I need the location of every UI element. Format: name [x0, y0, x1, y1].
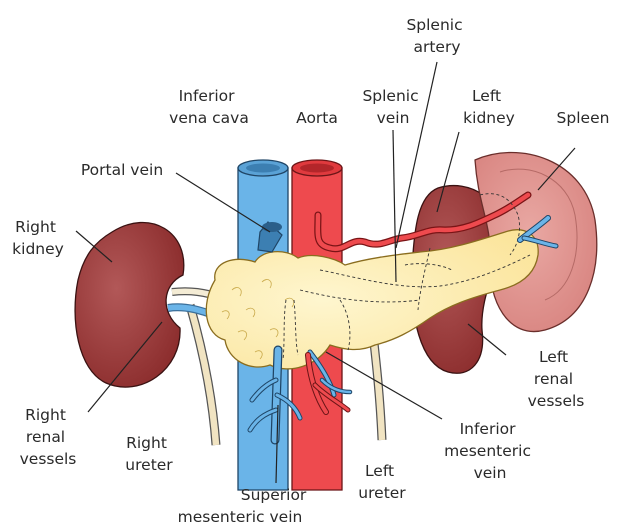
label-left-kidney: Left kidney [463, 87, 515, 127]
label-portal-vein: Portal vein [81, 161, 163, 179]
label-right-renal-vessels: Right renal vessels [20, 406, 77, 468]
label-inferior-vena-cava: Inferior vena cava [169, 87, 249, 127]
label-left-ureter: Left ureter [358, 462, 406, 502]
label-spleen: Spleen [557, 109, 610, 127]
label-splenic-vein: Splenic vein [362, 87, 423, 127]
label-right-ureter: Right ureter [125, 434, 173, 474]
label-superior-mesenteric-vein: Superior mesenteric vein [178, 486, 312, 526]
label-aorta: Aorta [296, 109, 338, 127]
label-left-renal-vessels: Left renal vessels [528, 348, 585, 410]
label-inferior-mesenteric-vein: Inferior mesenteric vein [444, 420, 536, 482]
label-right-kidney: Right kidney [12, 218, 64, 258]
label-splenic-artery: Splenic artery [406, 16, 467, 56]
